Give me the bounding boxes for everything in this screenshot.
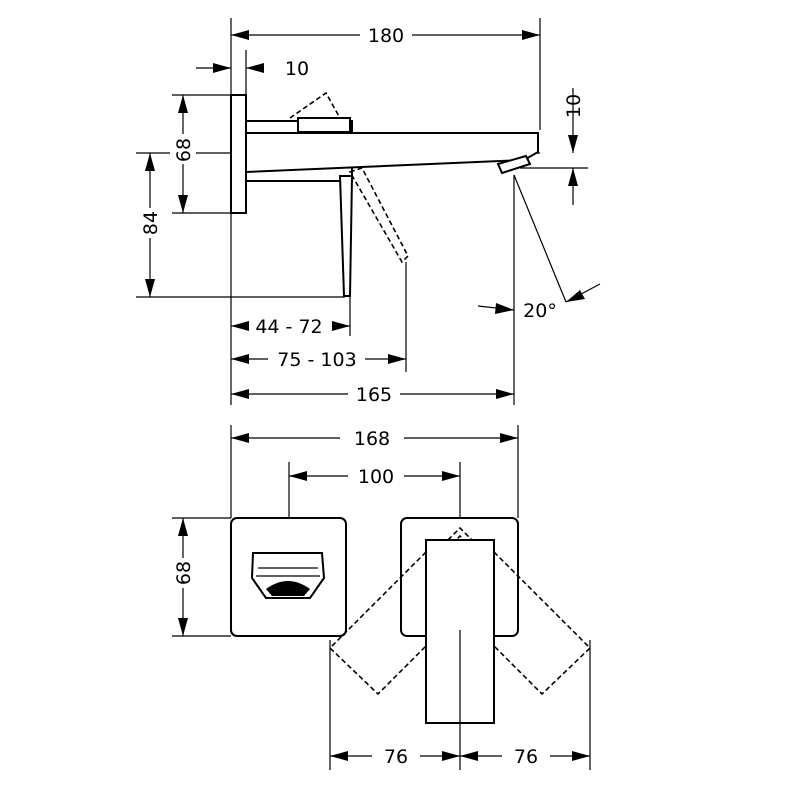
lever-alt-down [348,167,409,264]
aerator-side [496,154,532,175]
lever-side [338,175,354,297]
dim-100: 100 [358,466,394,488]
dim-76-right: 76 [514,746,538,768]
dim-76-left: 76 [384,746,408,768]
lever-swing-left [328,551,439,696]
wall-plate-side [230,94,247,214]
dim-68-side: 68 [173,138,195,162]
dim-75-103: 75 - 103 [277,349,356,371]
dim-168: 168 [354,428,390,450]
dim-84: 84 [140,211,162,235]
dim-165: 165 [356,384,392,406]
aerator-front [266,581,310,596]
dim-44-72: 44 - 72 [255,316,322,338]
side-view: 180 10 68 84 10 20° [136,18,601,406]
front-view: 168 100 68 76 76 [170,425,592,770]
dim-20-degrees: 20° [523,300,557,322]
dim-180: 180 [368,25,404,47]
lever-alt-up [289,91,341,119]
dim-10-plate: 10 [285,58,309,80]
lever-swing-right [493,551,592,696]
spout-side [245,132,539,174]
dim-68-front: 68 [173,561,195,585]
dim-10-gap: 10 [563,94,585,118]
